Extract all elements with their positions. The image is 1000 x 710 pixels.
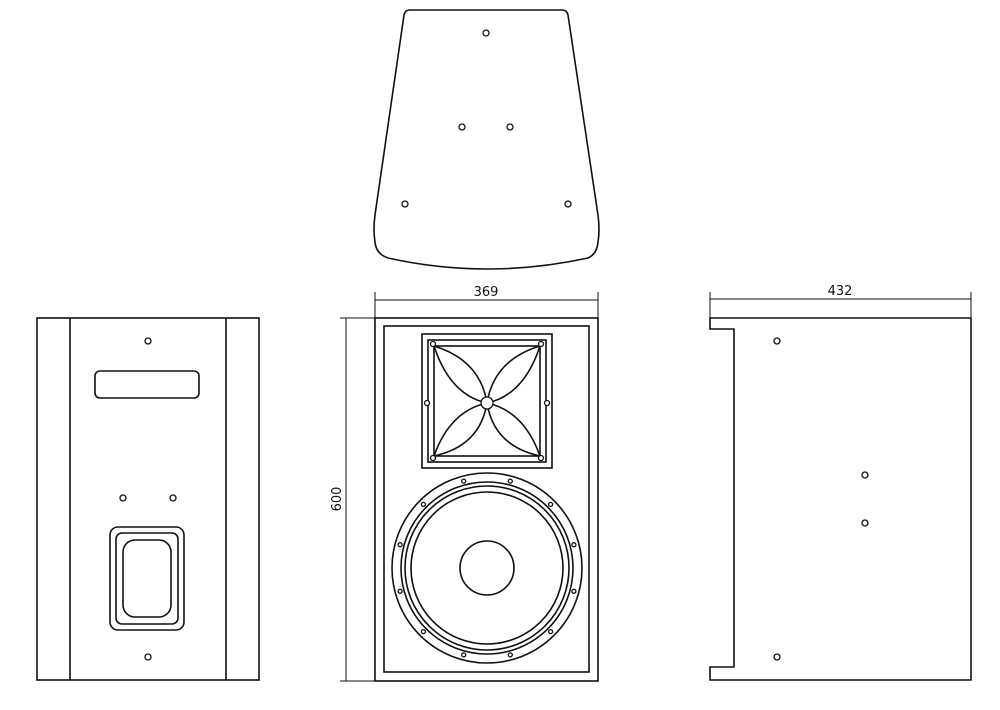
horn-screw	[423, 399, 431, 407]
front-baffle	[383, 325, 590, 673]
horn-flange-outer	[421, 333, 553, 469]
top-view-hole	[482, 29, 490, 37]
connector-plate-outer	[109, 526, 185, 631]
connector-plate-inner	[115, 532, 179, 625]
woofer-gasket	[400, 481, 574, 655]
horn-contour	[433, 402, 541, 457]
side-view-hole	[773, 653, 781, 661]
horn-screw	[543, 399, 551, 407]
woofer-screw	[461, 652, 467, 658]
woofer	[391, 472, 583, 664]
rear-handle-slot	[94, 370, 200, 399]
rear-view-hole	[169, 494, 177, 502]
woofer-surround	[404, 485, 570, 651]
woofer-screw	[547, 628, 554, 635]
horn-screw	[537, 340, 545, 348]
woofer-screw	[420, 501, 427, 508]
rear-view-outline	[36, 317, 260, 681]
rear-view-hole	[144, 653, 152, 661]
woofer-screw	[507, 478, 513, 484]
woofer-screw	[571, 588, 577, 594]
woofer-screw	[571, 542, 577, 548]
top-view-hole	[458, 123, 466, 131]
horn-throat	[480, 396, 494, 410]
horn	[421, 333, 553, 469]
front-view: 369 600	[330, 285, 599, 682]
woofer-screw	[461, 478, 467, 484]
horn-screw	[429, 454, 437, 462]
depth-dimension-label: 432	[828, 284, 853, 299]
side-view-outline	[709, 317, 972, 681]
horn-contour	[433, 345, 488, 457]
top-view-hole	[564, 200, 572, 208]
woofer-screw	[507, 652, 513, 658]
horn-contour	[486, 345, 541, 457]
top-view-hole	[506, 123, 514, 131]
rear-view	[36, 317, 260, 681]
woofer-dust-cap	[459, 540, 515, 596]
top-view	[373, 9, 600, 270]
side-view-hole	[861, 471, 869, 479]
height-dimension-label: 600	[330, 487, 345, 512]
horn-screw	[429, 340, 437, 348]
woofer-screw	[397, 542, 403, 548]
rear-view-hole	[119, 494, 127, 502]
horn-screw	[537, 454, 545, 462]
woofer-screw	[420, 628, 427, 635]
front-cabinet-outline	[374, 317, 599, 682]
top-view-outline	[373, 9, 600, 270]
side-view-hole	[773, 337, 781, 345]
horn-mouth	[433, 345, 541, 457]
rear-view-hole	[144, 337, 152, 345]
side-view-hole	[861, 519, 869, 527]
woofer-screw	[547, 501, 554, 508]
woofer-screw	[397, 588, 403, 594]
side-view: 432	[709, 284, 972, 681]
top-view-hole	[401, 200, 409, 208]
width-dimension-label: 369	[474, 285, 499, 300]
connector-plate-recess	[122, 539, 172, 618]
woofer-frame	[391, 472, 583, 664]
woofer-cone-edge	[410, 491, 564, 645]
horn-contour	[433, 345, 541, 404]
woofer-screws	[397, 478, 577, 658]
